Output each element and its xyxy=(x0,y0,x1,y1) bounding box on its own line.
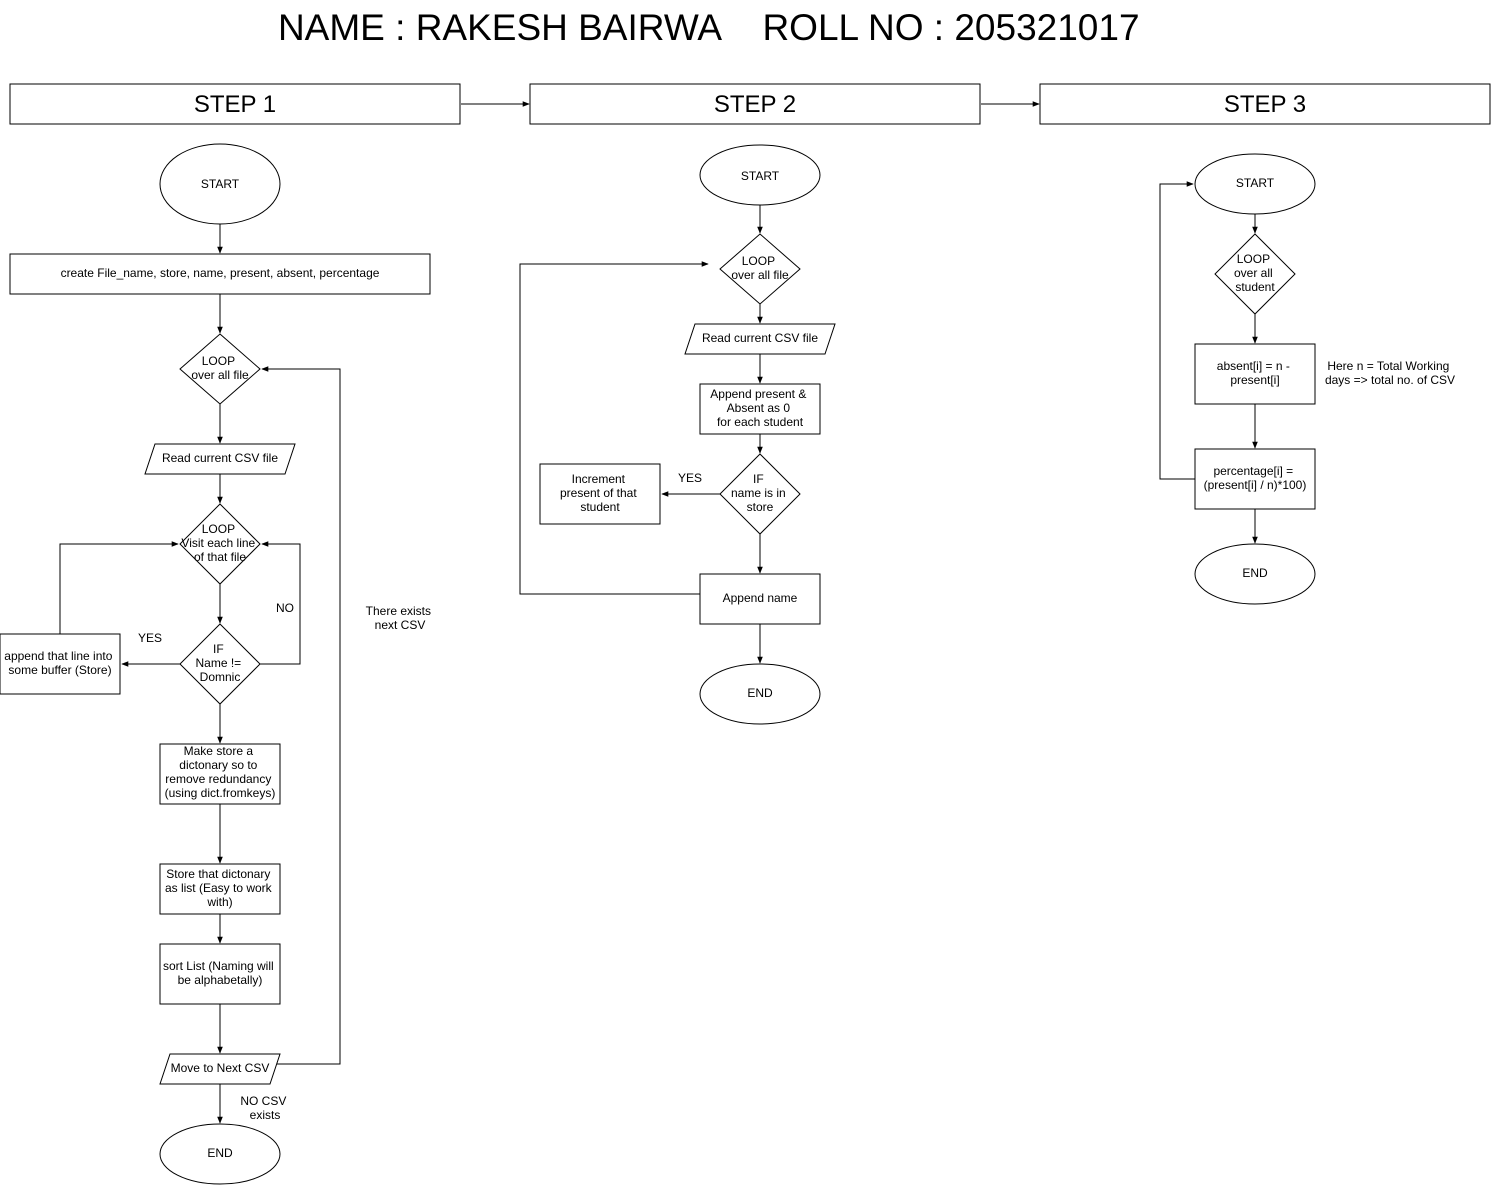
edge-s1-move-next-back-to-loop xyxy=(261,366,341,1065)
s1-store-list-label: Store that dictonary as list (Easy to wo… xyxy=(165,867,275,909)
s2-increment-label: Increment present of that student xyxy=(560,472,640,514)
s3-absent-process: absent[i] = n - present[i] xyxy=(1194,343,1316,405)
s2-read-csv-label: Read current CSV file xyxy=(702,331,818,345)
s1-no-csv-exists-label: NO CSV exists xyxy=(240,1094,289,1122)
s2-append-present-process: Append present & Absent as 0 for each st… xyxy=(699,383,821,435)
s1-read-csv-label: Read current CSV file xyxy=(162,451,278,465)
step-header-3: STEP 3 xyxy=(1039,83,1491,125)
s1-loop-files-label: LOOP over all file xyxy=(191,354,249,382)
s1-next-csv-exists-label: There exists next CSV xyxy=(366,604,435,632)
page-title: NAME : RAKESH BAIRWA ROLL NO : 205321017 xyxy=(278,7,1140,48)
s1-read-csv-io: Read current CSV file xyxy=(144,443,296,475)
s3-percentage-label: percentage[i] = (present[i] / n)*100) xyxy=(1204,464,1307,492)
s2-end-label: END xyxy=(747,686,773,700)
s2-if-name-label: IF name is in store xyxy=(731,472,789,514)
s2-yes-label: YES xyxy=(678,471,702,485)
s1-if-name-decision: IF Name != Domnic xyxy=(179,623,261,705)
step-header-1-label: STEP 1 xyxy=(194,91,276,118)
s1-create-process: create File_name, store, name, present, … xyxy=(9,253,431,295)
s3-loop-students-decision: LOOP over all student xyxy=(1214,233,1296,315)
s1-loop-lines-decision: LOOP Visit each line of that file xyxy=(179,503,261,585)
s1-move-next-label: Move to Next CSV xyxy=(171,1061,270,1075)
s1-end-label: END xyxy=(207,1146,233,1160)
step-header-1: STEP 1 xyxy=(9,83,461,125)
s3-end-node: END xyxy=(1194,543,1316,605)
s2-end-node: END xyxy=(699,663,821,725)
step-header-2: STEP 2 xyxy=(529,83,981,125)
s3-loop-students-label: LOOP over all student xyxy=(1234,252,1276,294)
step-header-2-label: STEP 2 xyxy=(714,91,796,118)
s1-loop-files-decision: LOOP over all file xyxy=(179,333,261,405)
title-roll-number: ROLL NO : 205321017 xyxy=(762,7,1139,48)
s1-start-node: START xyxy=(159,143,281,225)
s2-append-name-label: Append name xyxy=(723,591,798,605)
edge-s3-percentage-back-to-start xyxy=(1159,181,1195,480)
s2-read-csv-io: Read current CSV file xyxy=(684,323,836,355)
edge-s1-if-no-back-to-loop-lines xyxy=(260,541,301,665)
s1-sort-list-process: sort List (Naming will be alphabetally) xyxy=(159,943,281,1005)
s1-append-line-label: append that line into some buffer (Store… xyxy=(4,649,115,677)
s2-start-node: START xyxy=(699,144,821,206)
s1-end-node: END xyxy=(159,1123,281,1185)
edges xyxy=(59,101,1258,1124)
step-header-3-label: STEP 3 xyxy=(1224,91,1306,118)
s2-loop-files-decision: LOOP over all file xyxy=(719,233,801,305)
edge-s1-append-back-to-loop-lines xyxy=(59,541,179,634)
s2-increment-process: Increment present of that student xyxy=(539,463,661,525)
s3-start-label: START xyxy=(1236,176,1275,190)
s1-append-line-process: append that line into some buffer (Store… xyxy=(0,633,121,695)
s2-if-name-decision: IF name is in store xyxy=(719,453,801,535)
s1-sort-list-label: sort List (Naming will be alphabetally) xyxy=(163,959,277,987)
s1-loop-lines-label: LOOP Visit each line of that file xyxy=(181,522,258,564)
s1-yes-label: YES xyxy=(138,631,162,645)
s1-create-label: create File_name, store, name, present, … xyxy=(61,266,380,280)
s3-end-label: END xyxy=(1242,566,1268,580)
s1-store-list-process: Store that dictonary as list (Easy to wo… xyxy=(159,863,281,915)
s2-start-label: START xyxy=(741,169,780,183)
s2-loop-files-label: LOOP over all file xyxy=(731,254,789,282)
s1-if-name-label: IF Name != Domnic xyxy=(195,642,244,684)
s1-start-label: START xyxy=(201,177,240,191)
s3-start-node: START xyxy=(1194,153,1316,215)
s1-make-dict-process: Make store a dictonary so to remove redu… xyxy=(159,743,281,805)
s3-absent-label: absent[i] = n - present[i] xyxy=(1217,359,1293,387)
s1-make-dict-label: Make store a dictonary so to remove redu… xyxy=(165,744,276,800)
s2-append-present-label: Append present & Absent as 0 for each st… xyxy=(710,387,809,429)
s1-move-next-io: Move to Next CSV xyxy=(159,1053,281,1085)
s1-no-label: NO xyxy=(276,601,294,615)
edge-s2-append-name-back-to-loop xyxy=(519,261,709,595)
title-name: NAME : RAKESH BAIRWA xyxy=(278,7,722,48)
s2-append-name-process: Append name xyxy=(699,573,821,625)
s3-percentage-process: percentage[i] = (present[i] / n)*100) xyxy=(1194,448,1316,510)
s3-note-label: Here n = Total Working days => total no.… xyxy=(1325,359,1455,387)
